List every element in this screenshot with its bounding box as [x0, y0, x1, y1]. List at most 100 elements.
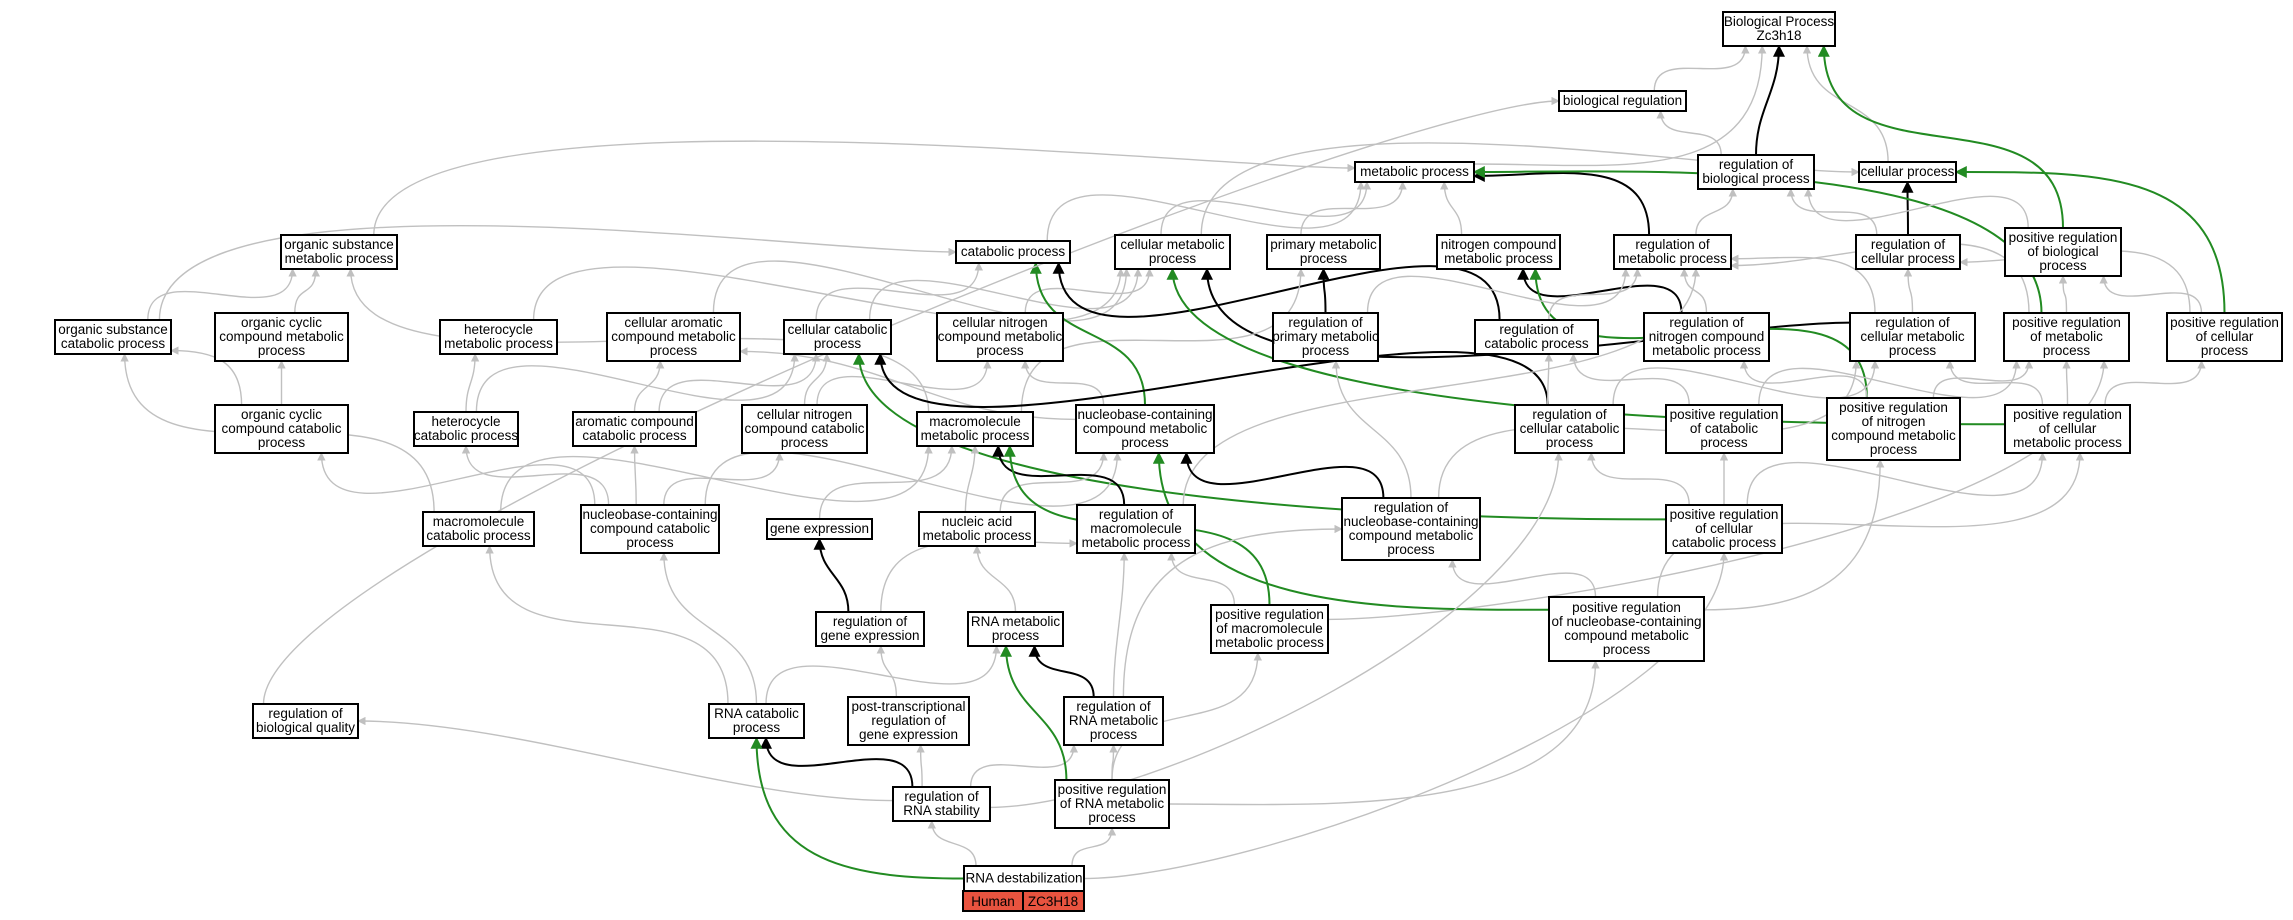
go-term-label: regulation of	[1875, 315, 1950, 330]
edge-posregcellmet-to-posregmet	[2062, 360, 2071, 406]
edge-geneexp-to-macromet	[818, 445, 956, 520]
go-term-box	[918, 511, 1036, 547]
go-term-label: Zc3h18	[1756, 28, 1801, 43]
go-term-label: positive regulation	[2009, 230, 2118, 245]
go-term-label: compound metabolic	[611, 329, 736, 344]
go-term-node-cellproc[interactable]: cellular process	[1858, 161, 1957, 183]
go-term-label: catabolic process	[61, 336, 166, 351]
edge-reggene-to-geneexp	[813, 537, 850, 613]
edge-posregmacro-to-regmacro	[1167, 552, 1236, 606]
edge-regmacro-to-regmet	[1182, 268, 1701, 506]
go-term-box	[2004, 227, 2122, 277]
go-term-node-metab[interactable]: metabolic process	[1354, 161, 1475, 183]
edge-posregcat-to-regcat	[1569, 353, 1690, 406]
go-term-box	[1548, 596, 1705, 662]
go-term-box	[1354, 161, 1475, 183]
go-term-box	[1722, 11, 1836, 47]
edge-regcellcat-to-regcat	[1544, 353, 1553, 406]
go-term-box	[1266, 234, 1381, 270]
go-term-label: organic substance	[284, 237, 394, 252]
edge-regnb-to-nbmet	[1180, 451, 1385, 499]
edge-posregrna-to-posregnb	[1168, 660, 1600, 806]
edge-rnacat-to-macrocat	[485, 545, 729, 705]
go-term-node-regnb[interactable]: regulation ofnucleobase-containingcompou…	[1341, 497, 1481, 561]
edge-regrnamet-to-rnamet	[1028, 644, 1095, 698]
go-term-box	[783, 319, 892, 355]
go-term-box	[2003, 312, 2130, 362]
go-term-label: regulation of	[1099, 507, 1174, 522]
go-term-node-rnadestab[interactable]: RNA destabilization	[963, 865, 1085, 892]
edge-rnadestab-to-rnacat	[750, 736, 965, 880]
go-term-node-catab[interactable]: catabolic process	[955, 240, 1071, 264]
go-term-label: RNA metabolic	[971, 614, 1061, 629]
edge-rnadestab-to-regrnastab	[927, 820, 977, 867]
go-term-label: biological quality	[256, 720, 355, 735]
go-term-label: gene expression	[820, 628, 919, 643]
go-term-label: positive regulation	[1670, 507, 1779, 522]
go-term-box	[936, 312, 1064, 362]
go-term-node-geneexp[interactable]: gene expression	[766, 518, 873, 540]
edge-posregcellcat-to-posregcellmet	[1746, 452, 2047, 506]
edge-nbmet-to-catab	[1029, 261, 1146, 406]
go-term-box	[708, 703, 805, 739]
go-term-box	[1436, 234, 1561, 270]
go-term-box	[1063, 696, 1164, 746]
go-term-label: of biological	[2027, 244, 2098, 259]
go-term-node-biolreg[interactable]: biological regulation	[1558, 90, 1687, 112]
go-term-label: compound metabolic	[1564, 628, 1689, 643]
edge-regcellcat-to-regcellmet	[1612, 360, 1880, 406]
go-term-box	[1075, 404, 1215, 454]
go-term-box	[1474, 319, 1599, 355]
go-term-label: RNA catabolic	[714, 706, 799, 721]
edge-regnb-to-regprim	[1331, 360, 1412, 499]
go-term-label: process	[992, 628, 1040, 643]
go-term-box	[1114, 234, 1231, 270]
